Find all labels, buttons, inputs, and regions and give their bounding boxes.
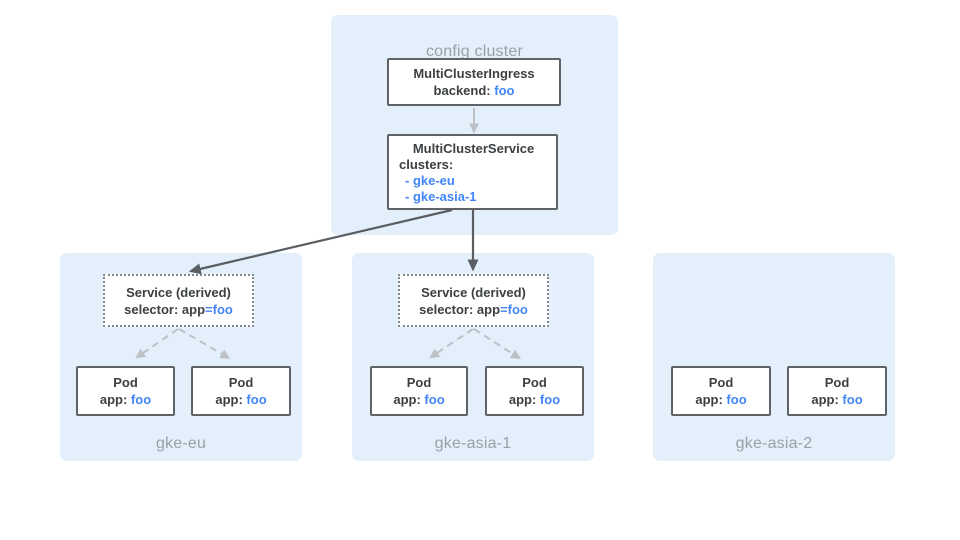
app-label: app: [508, 392, 540, 407]
cluster-panel-gke-eu: Service (derived) selector: app=foo Pod … [60, 253, 302, 461]
pod-app-line: app: foo [393, 391, 444, 408]
multi-cluster-service-title: MultiClusterService [412, 141, 535, 156]
config-cluster-title: config cluster [425, 43, 524, 60]
pod-box: Pod app: foo [191, 366, 291, 416]
cluster-panel-gke-asia-2: Pod app: foo Pod app: foo gke-asia-2 [653, 253, 895, 461]
app-value: foo [130, 392, 152, 407]
app-value: foo [246, 392, 267, 407]
cluster-label-gke-eu: gke-eu [155, 435, 207, 452]
config-cluster-panel: config cluster MultiClusterIngress backe… [331, 15, 618, 235]
pod-title: Pod [228, 375, 254, 390]
app-label: app: [99, 392, 131, 407]
cluster-label-gke-asia-2: gke-asia-2 [735, 435, 813, 452]
pod-box: Pod app: foo [370, 366, 468, 416]
pod-title: Pod [406, 375, 432, 390]
pod-box: Pod app: foo [787, 366, 887, 416]
pod-box: Pod app: foo [485, 366, 584, 416]
app-value: foo [424, 392, 445, 407]
selector-value: =foo [205, 301, 233, 317]
pod-box: Pod app: foo [671, 366, 771, 416]
cluster-panel-gke-asia-1: Service (derived) selector: app=foo Pod … [352, 253, 594, 461]
pod-app-line: app: foo [811, 391, 862, 408]
app-label: app: [811, 392, 843, 407]
clusters-label: clusters: [399, 157, 454, 172]
app-value: foo [726, 392, 747, 407]
cluster-label-gke-asia-1: gke-asia-1 [434, 435, 512, 452]
pod-box: Pod app: foo [76, 366, 175, 416]
app-label: app: [215, 392, 247, 407]
multi-cluster-ingress-box: MultiClusterIngress backend: foo [387, 58, 561, 106]
derived-service-box-gke-eu: Service (derived) selector: app=foo [103, 274, 254, 327]
derived-service-title: Service (derived) [126, 284, 231, 300]
multi-cluster-service-box: MultiClusterService clusters: - gke-eu -… [387, 134, 558, 210]
selector-value: =foo [500, 301, 528, 317]
selector-label: selector: app [124, 301, 206, 317]
derived-service-box-gke-asia-1: Service (derived) selector: app=foo [398, 274, 549, 327]
cluster-ref-gke-eu: - gke-eu [405, 173, 455, 188]
derived-service-selector-line: selector: app=foo [419, 301, 528, 318]
pod-title: Pod [113, 375, 138, 390]
backend-value: foo [494, 83, 515, 98]
pod-app-line: app: foo [100, 391, 151, 408]
cluster-ref-gke-asia-1: - gke-asia-1 [405, 189, 477, 204]
pod-title: Pod [708, 375, 734, 390]
app-value: foo [842, 392, 863, 407]
pod-title: Pod [824, 375, 850, 390]
multi-cluster-ingress-title: MultiClusterIngress [413, 66, 535, 81]
pod-app-line: app: foo [215, 391, 266, 408]
derived-service-title: Service (derived) [421, 284, 526, 300]
multi-cluster-ingress-backend-line: backend: foo [434, 82, 515, 99]
pod-app-line: app: foo [695, 391, 746, 408]
selector-label: selector: app [419, 301, 501, 317]
pod-title: Pod [522, 375, 547, 390]
derived-service-selector-line: selector: app=foo [124, 301, 233, 318]
app-label: app: [695, 392, 727, 407]
app-label: app: [393, 392, 425, 407]
pod-app-line: app: foo [509, 391, 560, 408]
app-value: foo [539, 392, 561, 407]
backend-label: backend: [433, 83, 495, 98]
